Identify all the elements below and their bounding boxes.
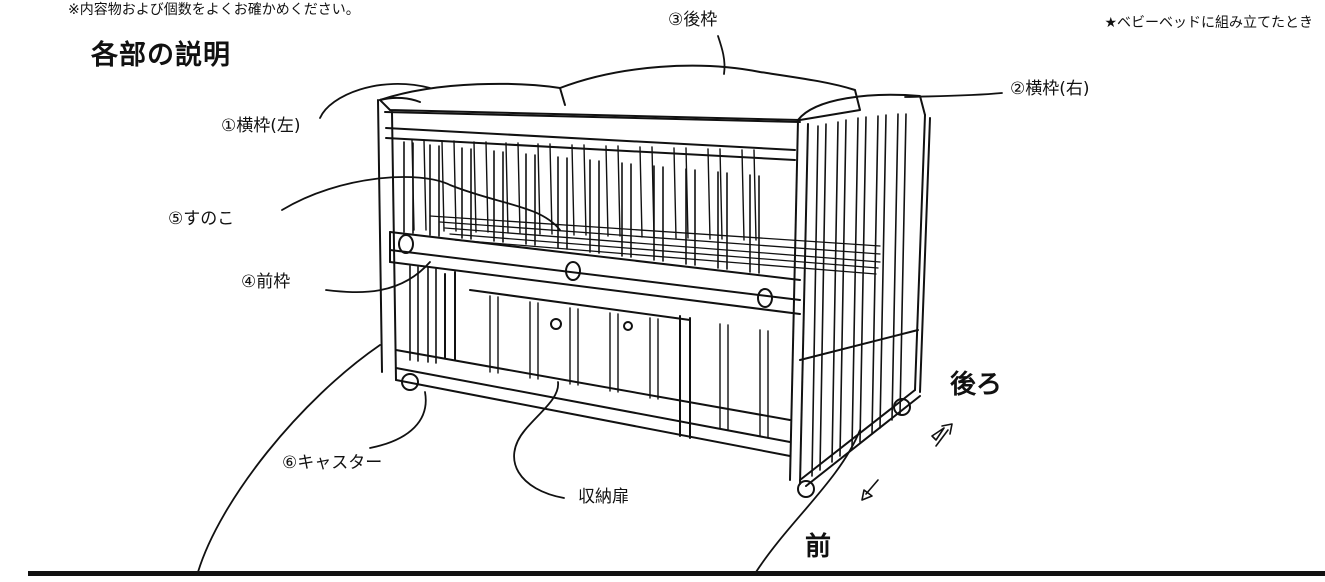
label-side-frame-right: ②横枠(右) — [1010, 79, 1090, 99]
page-title: 各部の説明 — [91, 40, 231, 71]
label-front-frame: ④前枠 — [241, 272, 291, 292]
slats-base — [429, 215, 881, 275]
front-frame-handle-left — [398, 234, 414, 254]
contents-check-note: ※内容物および個数をよくお確かめください。 — [68, 2, 360, 18]
direction-arrows — [861, 423, 953, 501]
direction-back-label: 後ろ — [950, 370, 1003, 400]
arrow-back-icon — [931, 423, 953, 447]
casters — [401, 373, 911, 498]
front-frame-handle-center — [565, 261, 581, 281]
storage-door-spindles — [489, 295, 769, 439]
label-slats: ⑤すのこ — [168, 209, 235, 229]
bottom-divider — [28, 571, 1325, 576]
front-frame — [389, 231, 801, 315]
back-frame-panel — [379, 64, 861, 121]
arrow-front-icon — [861, 479, 879, 501]
front-lower-spindles — [409, 265, 437, 364]
label-side-frame-left: ①横枠(左) — [221, 116, 301, 136]
leader-bottom-left — [197, 344, 381, 573]
leader-front-frame — [325, 261, 431, 294]
front-upper-spindles — [403, 141, 760, 274]
leader-side-right — [904, 92, 1003, 98]
front-frame-handle-right — [757, 288, 773, 308]
label-back-frame: ③後枠 — [668, 10, 718, 30]
leader-bottom-right — [755, 429, 861, 573]
caster-front-left — [401, 373, 419, 391]
storage-door-knob-2 — [550, 318, 562, 330]
label-casters: ⑥キャスター — [282, 453, 383, 473]
caster-back-right — [893, 398, 911, 416]
storage-section — [395, 271, 791, 457]
leader-side-left — [319, 83, 431, 119]
side-frame-right-spindles — [811, 113, 907, 477]
leader-storage — [513, 381, 565, 499]
caster-front-right — [797, 480, 815, 498]
leader-lines — [197, 35, 1003, 573]
storage-door-knob — [623, 321, 633, 331]
leader-slats — [281, 176, 561, 231]
back-top-rail — [384, 111, 801, 123]
label-storage-door: 収納扉 — [578, 487, 629, 507]
back-frame-divider — [559, 87, 566, 106]
leader-casters — [369, 391, 427, 449]
assembled-note: ★ベビーベッドに組み立てたとき — [1104, 15, 1313, 31]
direction-front-label: 前 — [805, 532, 832, 562]
leader-back-frame — [717, 35, 726, 75]
